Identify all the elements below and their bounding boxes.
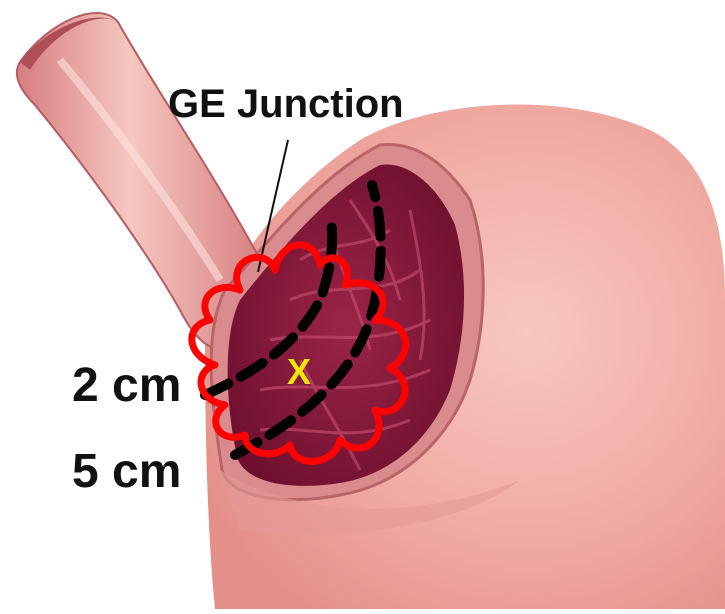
ge-junction-label: GE Junction <box>168 84 404 124</box>
tumor-center-mark: X <box>287 354 311 390</box>
five-cm-label: 5 cm <box>72 448 181 496</box>
two-cm-label: 2 cm <box>72 362 181 410</box>
